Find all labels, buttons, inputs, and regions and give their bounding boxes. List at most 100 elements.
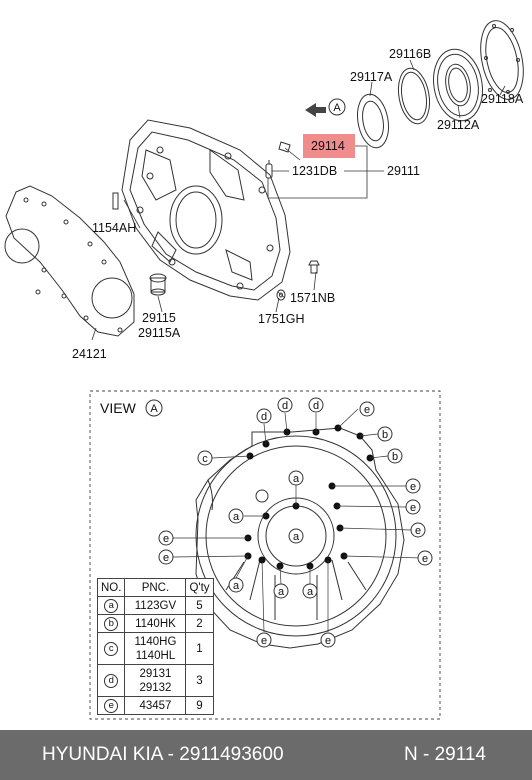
table-row: e 43457 9 <box>96 696 214 715</box>
row-qty: 3 <box>185 664 214 697</box>
svg-text:a: a <box>293 473 300 485</box>
view-housing <box>195 427 405 649</box>
svg-text:d: d <box>261 411 267 423</box>
row-no: e <box>104 698 119 713</box>
label-29114: 29114 <box>311 139 345 153</box>
table-row: a 1123GV 5 <box>96 596 214 615</box>
svg-text:e: e <box>422 553 428 565</box>
flywheel-housing <box>121 119 291 301</box>
header-qty: Q'ty <box>185 578 214 597</box>
header-pnc: PNC. <box>124 578 187 597</box>
plate-29118A <box>480 20 524 100</box>
callout-a-1: a <box>288 470 304 486</box>
ring-29117A <box>357 93 389 149</box>
callout-e-1: e <box>359 401 375 417</box>
svg-text:a: a <box>233 511 240 523</box>
svg-text:a: a <box>278 586 285 598</box>
callout-e-9: e <box>320 632 336 648</box>
svg-text:e: e <box>410 481 416 493</box>
label-29116B: 29116B <box>389 47 431 61</box>
view-bolt-holes <box>244 424 374 570</box>
bolt-1571NB <box>308 260 320 274</box>
highlight-29114 <box>303 134 355 158</box>
row-pnc: 1123GV <box>134 599 177 612</box>
bolt-1231DB <box>265 160 273 179</box>
callout-e-5: e <box>417 550 433 566</box>
callout-a-5: a <box>273 583 289 599</box>
label-1571NB: 1571NB <box>290 291 335 305</box>
row-no: a <box>104 598 119 613</box>
callout-e-8: e <box>256 632 272 648</box>
view-title: VIEW <box>100 400 137 416</box>
plug-29115 <box>149 273 167 296</box>
seal-29112A <box>433 48 483 122</box>
row-no: d <box>104 673 119 688</box>
row-pnc-alt: 29132 <box>139 681 172 694</box>
parts-diagram: A <box>4 20 524 720</box>
svg-text:e: e <box>364 404 370 416</box>
view-arrow: A <box>305 98 346 117</box>
svg-text:d: d <box>282 400 288 412</box>
callout-e-2: e <box>405 478 421 494</box>
svg-text:e: e <box>163 533 169 545</box>
callout-d-1: d <box>256 408 272 424</box>
callout-c-1: c <box>197 450 213 466</box>
view-a-frame <box>89 390 441 720</box>
view-title-mark-circle <box>145 399 163 417</box>
svg-text:b: b <box>382 429 388 441</box>
view-arrow-label: A <box>333 102 341 114</box>
svg-text:d: d <box>313 400 319 412</box>
header-no: NO. <box>96 578 126 597</box>
callout-e-4: e <box>410 522 426 538</box>
callout-e-7: e <box>158 549 174 565</box>
row-no: c <box>104 641 119 656</box>
row-pnc: 1140HK <box>135 617 176 630</box>
callout-e-3: e <box>405 499 421 515</box>
svg-text:c: c <box>202 453 208 465</box>
row-pnc: 43457 <box>139 699 172 712</box>
svg-text:a: a <box>307 586 314 598</box>
ring-29116B <box>397 67 431 125</box>
svg-text:e: e <box>410 502 416 514</box>
callout-b-2: b <box>387 448 403 464</box>
pin-29114 <box>278 141 291 153</box>
label-29115: 29115 <box>142 311 176 325</box>
view-title-mark: A <box>150 403 158 415</box>
footer-bar: HYUNDAI KIA - 2911493600 N - 29114 <box>0 730 532 780</box>
row-qty: 2 <box>185 614 214 633</box>
callout-e-6: e <box>158 530 174 546</box>
label-29117A: 29117A <box>350 70 393 84</box>
label-1751GH: 1751GH <box>258 312 305 326</box>
callout-a-4: a <box>228 577 244 593</box>
label-29112A: 29112A <box>437 118 480 132</box>
svg-text:e: e <box>325 635 331 647</box>
callout-d-3: d <box>308 397 324 413</box>
svg-text:e: e <box>261 635 267 647</box>
svg-text:b: b <box>392 451 398 463</box>
parts-table: NO. PNC. Q'ty a 1123GV 5 b 1140HK 2 c 11… <box>96 578 214 715</box>
gasket-24121 <box>4 185 135 341</box>
callout-d-2: d <box>277 397 293 413</box>
row-pnc: 1140HG <box>134 635 177 648</box>
washer-1751GH <box>276 289 286 301</box>
callout-a-3: a <box>288 528 304 544</box>
row-no: b <box>104 616 119 631</box>
footer-part-number: HYUNDAI KIA - 2911493600 <box>42 744 284 765</box>
label-1154AH: 1154AH <box>92 221 136 235</box>
parts-table-header: NO. PNC. Q'ty <box>96 578 214 597</box>
label-24121: 24121 <box>72 347 107 361</box>
label-29118A: 29118A <box>481 92 524 106</box>
row-qty: 5 <box>185 596 214 615</box>
row-pnc: 29131 <box>139 667 172 680</box>
row-qty: 1 <box>185 632 214 665</box>
footer-pnc: N - 29114 <box>403 744 486 765</box>
callout-a-2: a <box>228 508 244 524</box>
svg-text:a: a <box>233 580 240 592</box>
callout-b-1: b <box>377 426 393 442</box>
table-row: b 1140HK 2 <box>96 614 214 633</box>
row-pnc-alt: 1140HL <box>135 649 176 662</box>
svg-text:a: a <box>293 531 300 543</box>
bolt-1154AH <box>112 192 119 210</box>
